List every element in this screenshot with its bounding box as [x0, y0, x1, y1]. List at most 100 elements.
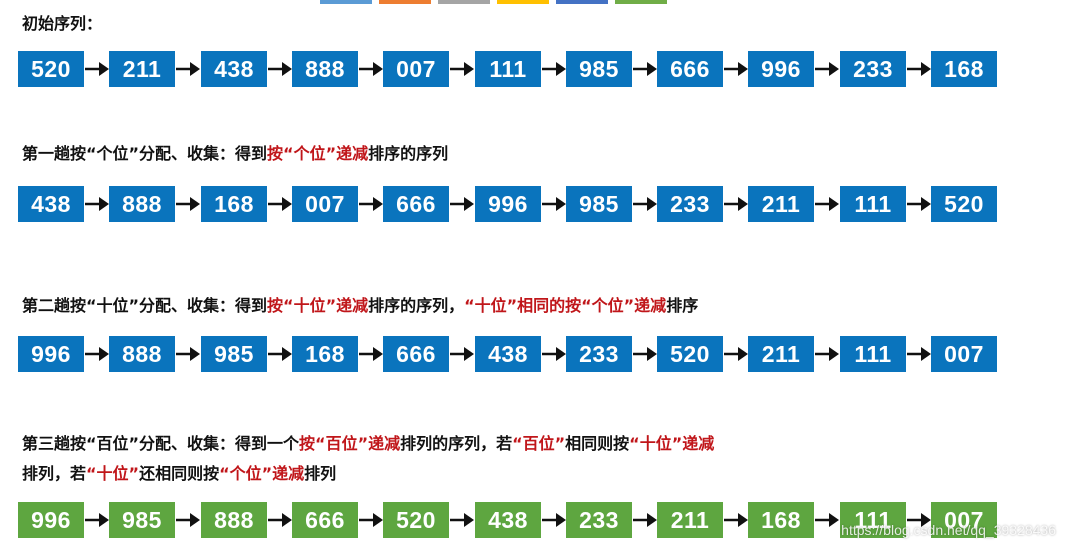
- sequence-cell: 985: [566, 186, 632, 222]
- section-caption: 排列，若“十位”还相同则按“个位”递减排列: [22, 462, 336, 486]
- arrow-right-icon: [907, 197, 931, 211]
- arrow-right-icon: [85, 347, 109, 361]
- caption-text: 排序: [666, 296, 699, 315]
- caption-text: 第二趟按“十位”分配、收集：得到: [22, 296, 268, 315]
- arrow-right-icon: [633, 62, 657, 76]
- arrow-right-icon: [359, 62, 383, 76]
- caption-text: 排列: [304, 464, 337, 483]
- sequence-cell: 007: [383, 51, 449, 87]
- color-swatch: [379, 0, 431, 4]
- sequence-cell: 168: [201, 186, 267, 222]
- sequence-cell: 985: [566, 51, 632, 87]
- arrow-right-icon: [542, 62, 566, 76]
- sequence-cell: 666: [383, 336, 449, 372]
- sequence-cell: 520: [657, 336, 723, 372]
- sequence-cell: 996: [18, 336, 84, 372]
- color-swatch: [438, 0, 490, 4]
- sequence-cell: 168: [931, 51, 997, 87]
- sequence-cell: 007: [292, 186, 358, 222]
- arrow-right-icon: [450, 347, 474, 361]
- arrow-right-icon: [450, 513, 474, 527]
- caption-text: 还相同则按: [139, 464, 220, 483]
- sequence-cell: 438: [475, 502, 541, 538]
- caption-highlight: 按“十位”递减: [267, 296, 369, 315]
- sequence-cell: 438: [18, 186, 84, 222]
- caption-highlight: “百位”: [512, 434, 566, 453]
- sequence-cell: 520: [18, 51, 84, 87]
- sequence-cell: 438: [201, 51, 267, 87]
- sequence-cell: 168: [748, 502, 814, 538]
- color-swatch: [497, 0, 549, 4]
- sequence-cell: 111: [840, 502, 906, 538]
- caption-highlight: “十位”相同的按“个位”递减: [464, 296, 667, 315]
- sequence-cell: 520: [931, 186, 997, 222]
- sequence-cell: 666: [657, 51, 723, 87]
- arrow-right-icon: [268, 513, 292, 527]
- sequence-cell: 007: [931, 336, 997, 372]
- sequence-cell: 211: [748, 336, 814, 372]
- arrow-right-icon: [815, 197, 839, 211]
- caption-text: 第一趟按“个位”分配、收集：得到: [22, 144, 268, 163]
- arrow-right-icon: [85, 197, 109, 211]
- arrow-right-icon: [176, 62, 200, 76]
- arrow-right-icon: [907, 513, 931, 527]
- caption-text: 排序的序列: [368, 144, 449, 163]
- arrow-right-icon: [907, 62, 931, 76]
- arrow-right-icon: [542, 197, 566, 211]
- arrow-right-icon: [815, 513, 839, 527]
- arrow-right-icon: [450, 62, 474, 76]
- sequence-cell: 520: [383, 502, 449, 538]
- sequence-cell: 888: [201, 502, 267, 538]
- sequence-cell: 211: [109, 51, 175, 87]
- caption-highlight: 按“百位”递减: [299, 434, 401, 453]
- section-caption: 第三趟按“百位”分配、收集：得到一个按“百位”递减排列的序列，若“百位”相同则按…: [22, 432, 714, 456]
- sequence-cell: 996: [18, 502, 84, 538]
- section-caption: 初始序列：: [22, 12, 102, 36]
- arrow-right-icon: [815, 347, 839, 361]
- caption-text: 初始序列：: [22, 14, 103, 33]
- top-color-swatches: [320, 0, 670, 4]
- arrow-right-icon: [450, 197, 474, 211]
- sequence-cell: 985: [201, 336, 267, 372]
- sequence-cell: 233: [566, 502, 632, 538]
- sequence-cell: 007: [931, 502, 997, 538]
- sequence-cell: 985: [109, 502, 175, 538]
- arrow-right-icon: [85, 62, 109, 76]
- arrow-right-icon: [815, 62, 839, 76]
- sequence-cell: 233: [840, 51, 906, 87]
- sequence-cell: 111: [840, 186, 906, 222]
- arrow-right-icon: [268, 347, 292, 361]
- sequence-cell: 211: [748, 186, 814, 222]
- arrow-right-icon: [633, 513, 657, 527]
- arrow-right-icon: [85, 513, 109, 527]
- arrow-right-icon: [359, 513, 383, 527]
- caption-highlight: “十位”: [86, 464, 140, 483]
- arrow-right-icon: [724, 62, 748, 76]
- color-swatch: [320, 0, 372, 4]
- sequence-cell: 233: [657, 186, 723, 222]
- sequence-cell: 888: [109, 336, 175, 372]
- sequence-cell: 111: [475, 51, 541, 87]
- sequence-cell: 666: [292, 502, 358, 538]
- sequence-cell: 996: [748, 51, 814, 87]
- sequence-row: 996 985 888 666 520 438 233 211 168 111 007: [18, 502, 998, 538]
- arrow-right-icon: [907, 347, 931, 361]
- arrow-right-icon: [724, 197, 748, 211]
- caption-highlight: “十位”递减: [629, 434, 715, 453]
- arrow-right-icon: [359, 197, 383, 211]
- caption-text: 排列的序列，若: [400, 434, 513, 453]
- sequence-cell: 211: [657, 502, 723, 538]
- caption-text: 第三趟按“百位”分配、收集：得到一个: [22, 434, 300, 453]
- arrow-right-icon: [633, 347, 657, 361]
- arrow-right-icon: [268, 197, 292, 211]
- sequence-cell: 996: [475, 186, 541, 222]
- sequence-cell: 438: [475, 336, 541, 372]
- arrow-right-icon: [542, 347, 566, 361]
- section-caption: 第二趟按“十位”分配、收集：得到按“十位”递减排序的序列，“十位”相同的按“个位…: [22, 294, 698, 318]
- sequence-cell: 111: [840, 336, 906, 372]
- arrow-right-icon: [633, 197, 657, 211]
- arrow-right-icon: [176, 197, 200, 211]
- caption-text: 相同则按: [565, 434, 630, 453]
- sequence-cell: 666: [383, 186, 449, 222]
